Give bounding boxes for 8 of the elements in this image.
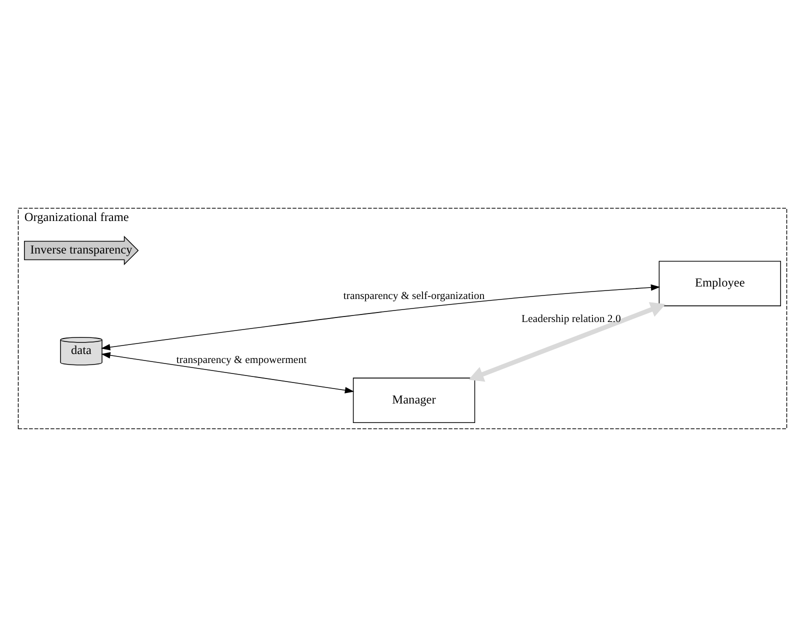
node-box: Manager: [352, 378, 476, 424]
edge-label: transparency & empowerment: [176, 354, 307, 366]
arrow: [468, 302, 666, 382]
node-box: Employee: [658, 260, 781, 306]
arrow: [100, 284, 660, 350]
arrow: [101, 352, 354, 394]
edge-label: transparency & self-organization: [343, 290, 485, 302]
edge-label: Leadership relation 2.0: [521, 313, 621, 326]
